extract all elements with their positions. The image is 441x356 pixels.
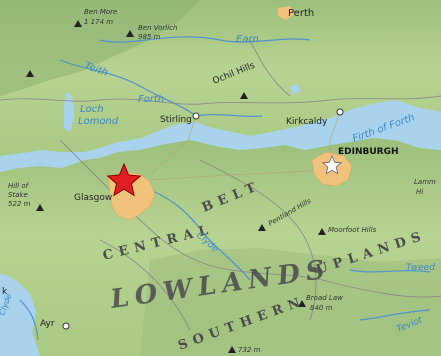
label-ayr: Ayr <box>40 319 55 329</box>
kirkcaldy-dot-icon[interactable] <box>336 108 344 116</box>
label-ben-vorlich-elev: 985 m <box>138 33 161 41</box>
loch-lomond <box>64 92 74 132</box>
bottom-summit-icon <box>228 346 236 353</box>
rivers <box>19 36 431 341</box>
glasgow-red-star-icon[interactable] <box>106 162 142 197</box>
label-lomond: Lomond <box>78 116 119 127</box>
hill-of-stake-summit-icon <box>36 204 44 211</box>
label-bottom-elev: 732 m <box>238 346 261 354</box>
label-loch: Loch <box>80 104 104 115</box>
ayr-dot-icon[interactable] <box>62 322 70 330</box>
west-coast-sea <box>0 274 40 356</box>
forth-estuary <box>195 100 441 150</box>
label-ben-vorlich: Ben Vorlich <box>138 24 177 32</box>
small-loch <box>290 84 300 94</box>
label-hill-of-stake-1: Hill of <box>8 182 30 190</box>
label-earn: Earn <box>236 34 259 45</box>
pentland-summit-icon <box>258 224 266 231</box>
stirling-dot-icon[interactable] <box>192 112 200 120</box>
ochil-summit-icon <box>240 92 248 99</box>
upland-shade <box>140 248 441 356</box>
label-lammer-1: Lamm <box>414 178 436 186</box>
label-hill-of-stake-2: Stake <box>8 191 28 199</box>
moorfoot-summit-icon <box>318 228 326 235</box>
broad-law-summit-icon <box>298 300 306 307</box>
label-broad-law: Broad Law <box>306 294 343 302</box>
highland-shade <box>0 0 200 96</box>
label-glasgow: Glasgow <box>74 193 112 203</box>
label-stirling: Stirling <box>160 115 192 125</box>
label-edinburgh: EDINBURGH <box>338 147 399 157</box>
clyde-firth <box>0 152 100 172</box>
label-forth-river: Forth <box>138 94 164 105</box>
label-lammer-2: Hi <box>416 188 423 196</box>
edge-summit-icon <box>26 70 34 77</box>
summit-markers <box>26 20 326 353</box>
label-kirkcaldy: Kirkcaldy <box>286 117 328 127</box>
label-tweed: Tweed <box>406 263 435 273</box>
edinburgh-white-star-icon[interactable] <box>321 154 343 175</box>
label-broad-law-elev: 840 m <box>310 304 333 312</box>
label-perth: Perth <box>288 8 314 19</box>
label-edge-k: k <box>2 287 8 297</box>
label-hill-of-stake-elev: 522 m <box>8 200 31 208</box>
label-ben-more: Ben More <box>84 8 117 16</box>
label-ben-more-elev: 1 174 m <box>84 18 113 26</box>
perth-urban-area <box>278 6 294 20</box>
ben-more-summit-icon <box>74 20 82 27</box>
ben-vorlich-summit-icon <box>126 30 134 37</box>
label-moorfoot-hills: Moorfoot Hills <box>328 226 377 234</box>
